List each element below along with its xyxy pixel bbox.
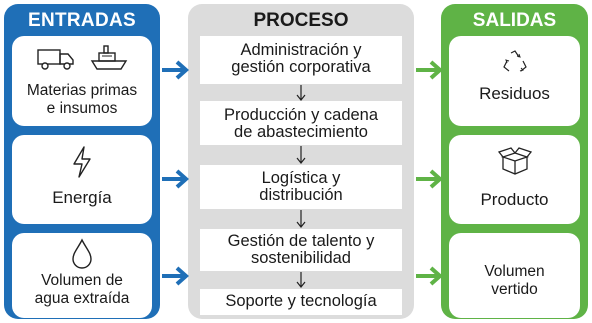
output-arrow-1 <box>416 60 444 80</box>
process-title: PROCESO <box>253 10 349 31</box>
step-arrow-1 <box>296 85 306 101</box>
box-icon <box>498 147 532 175</box>
recycle-icon <box>503 50 527 72</box>
input-label-water: Volumen de agua extraída <box>34 272 130 307</box>
input-label-raw-materials: Materias primas e insumos <box>26 82 138 117</box>
output-card-product: Producto <box>449 135 580 224</box>
process-step-administration: Administración y gestión corporativa <box>200 36 402 84</box>
water-drop-icon <box>72 238 92 269</box>
outputs-column: SALIDAS Residuos Producto Volumen vertid… <box>441 4 588 319</box>
input-arrow-1 <box>162 60 190 80</box>
process-step-talent: Gestión de talento y sostenibilidad <box>200 229 402 271</box>
input-card-raw-materials: Materias primas e insumos <box>12 36 152 126</box>
output-arrow-2 <box>416 169 444 189</box>
output-arrow-3 <box>416 266 444 286</box>
input-card-water: Volumen de agua extraída <box>12 233 152 318</box>
input-arrow-3 <box>162 266 190 286</box>
outputs-title: SALIDAS <box>472 10 557 31</box>
output-label-product: Producto <box>480 190 549 209</box>
inputs-column: ENTRADAS Materias primas e insumos Energ… <box>4 4 160 319</box>
step-arrow-3 <box>296 210 306 228</box>
lightning-icon <box>73 146 91 178</box>
step-arrow-2 <box>296 146 306 164</box>
ship-icon <box>90 45 128 70</box>
output-card-waste: Residuos <box>449 36 580 126</box>
output-card-discharge: Volumen vertido <box>449 233 580 318</box>
input-arrow-2 <box>162 169 190 189</box>
output-label-waste: Residuos <box>479 84 550 103</box>
process-step-logistics: Logística y distribución <box>200 165 402 209</box>
inputs-title: ENTRADAS <box>28 10 136 31</box>
input-card-energy: Energía <box>12 135 152 224</box>
process-step-support: Soporte y tecnología <box>200 289 402 315</box>
step-arrow-4 <box>296 272 306 288</box>
output-label-discharge: Volumen vertido <box>484 263 545 298</box>
input-label-energy: Energía <box>52 188 112 207</box>
process-column: PROCESO Administración y gestión corpora… <box>188 4 414 319</box>
truck-icon <box>37 49 74 70</box>
process-step-production: Producción y cadena de abastecimiento <box>200 101 402 145</box>
